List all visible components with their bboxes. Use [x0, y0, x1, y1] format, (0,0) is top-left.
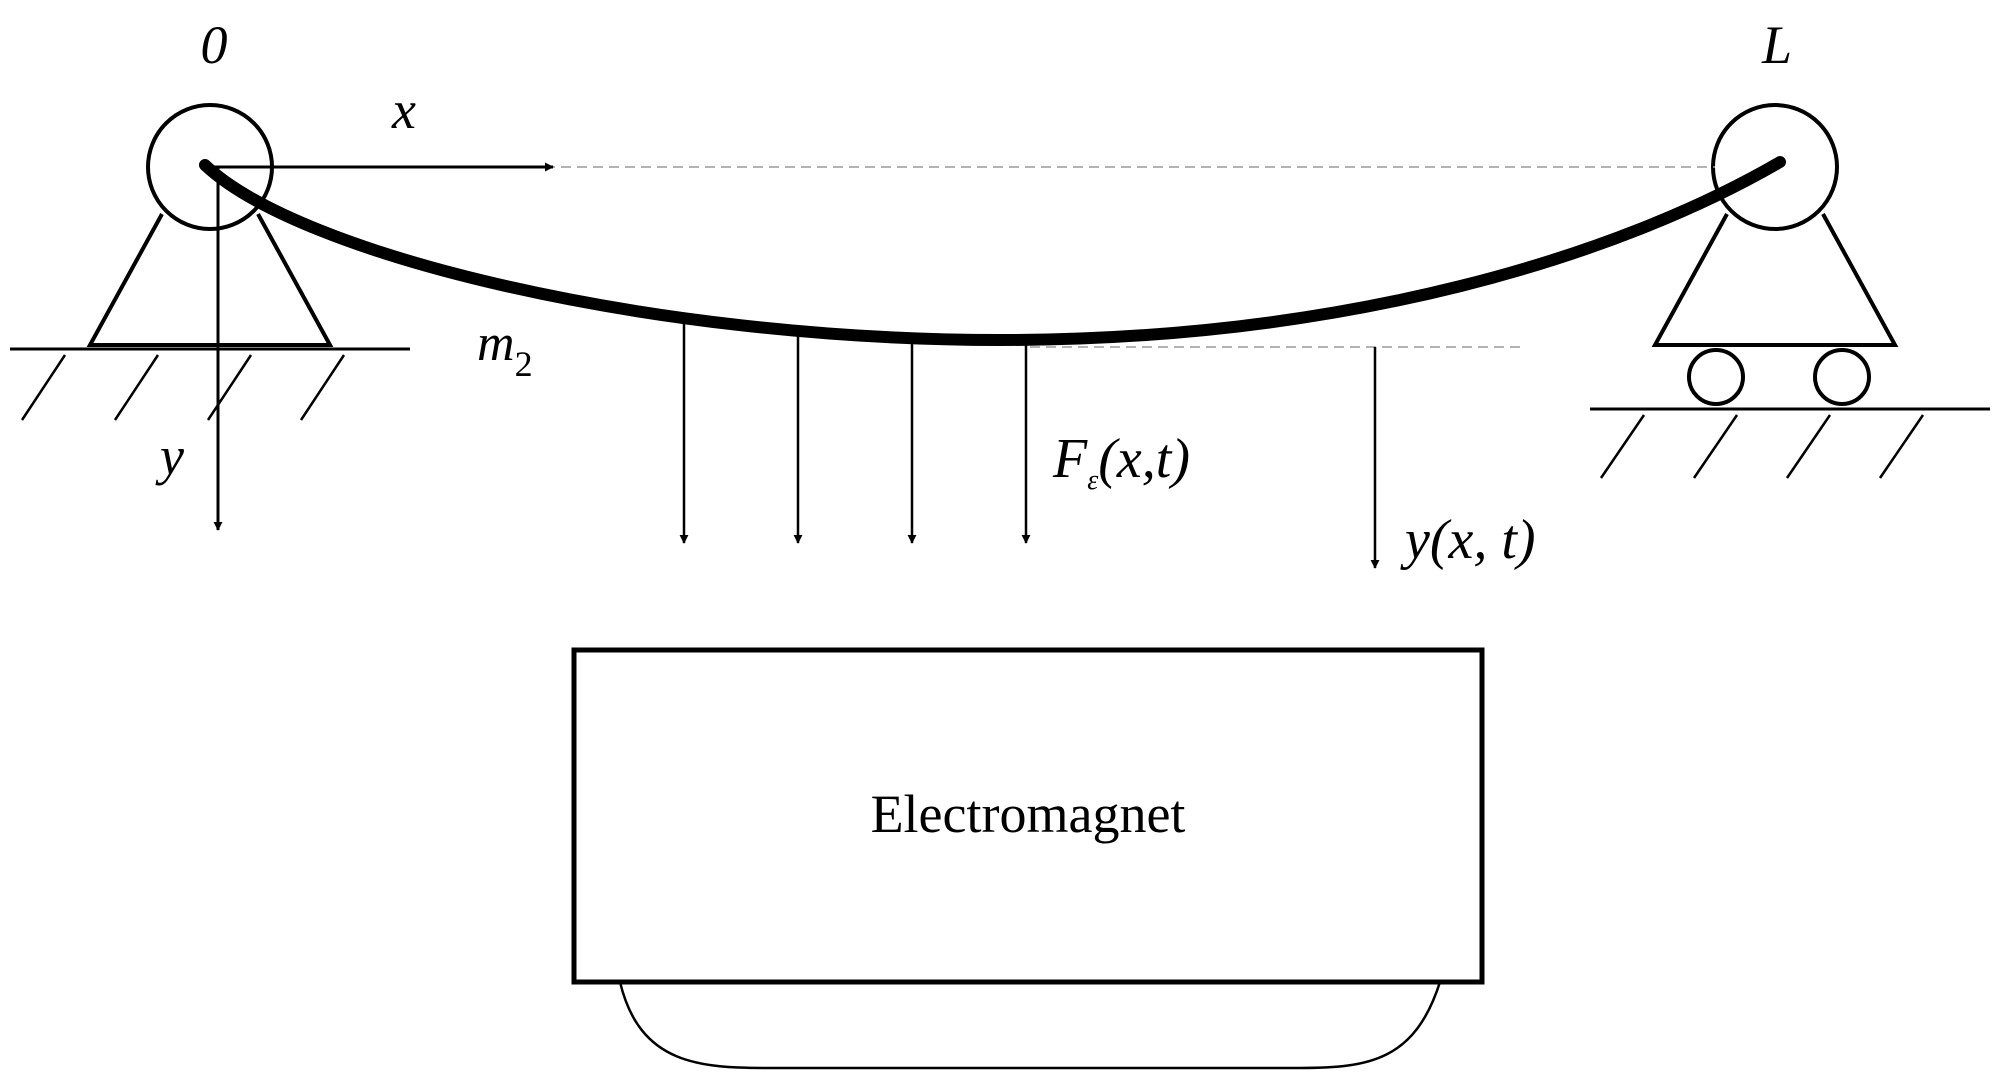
force-subscript: ε — [1087, 465, 1098, 496]
right-ground-hatch — [1599, 414, 1925, 479]
right-roller-wheel-left — [1687, 348, 1745, 406]
right-support-triangle — [1651, 213, 1899, 347]
electromagnet-box — [571, 647, 1485, 985]
force-symbol: F — [1052, 428, 1088, 490]
y-axis-label: y — [155, 426, 184, 486]
mass-label: m2 — [477, 315, 533, 384]
force-label: Fε(x,t) — [1052, 428, 1190, 496]
length-label: L — [1761, 15, 1792, 75]
electromagnetic-force-arrows — [679, 323, 1031, 544]
electromagnet-label: Electromagnet — [871, 784, 1186, 844]
electromagnet-base — [618, 981, 1442, 1070]
electromagnet: Electromagnet — [571, 647, 1485, 1070]
left-pin-support — [10, 103, 410, 421]
left-ground-hatch — [20, 354, 346, 421]
right-roller-wheel-right — [1813, 348, 1871, 406]
deflected-beam — [199, 156, 1786, 347]
right-roller-support — [1590, 103, 1990, 479]
deflection-label: y(x, t) — [1400, 509, 1536, 571]
force-args: (x,t) — [1098, 428, 1190, 490]
left-support-triangle — [86, 213, 334, 347]
mass-symbol: m — [477, 315, 515, 372]
mass-subscript: 2 — [515, 344, 533, 384]
x-axis-label: x — [391, 80, 416, 140]
origin-label: 0 — [201, 15, 228, 75]
